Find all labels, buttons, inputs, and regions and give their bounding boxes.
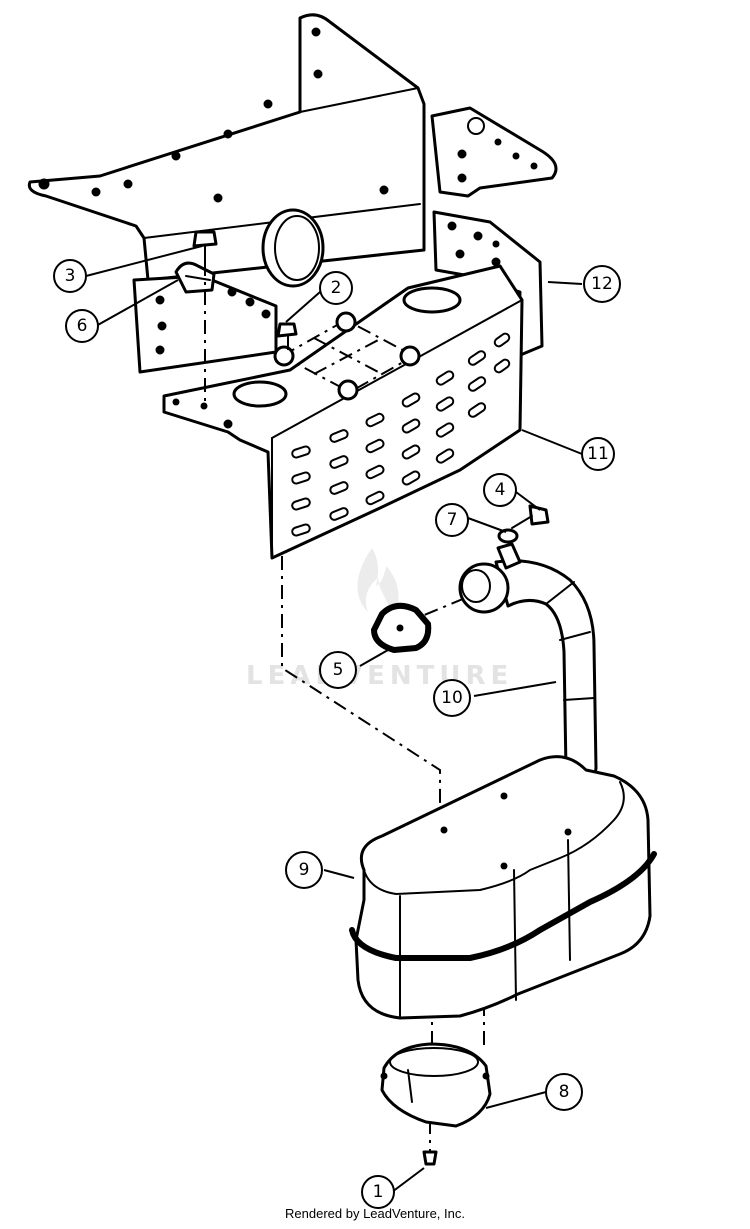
callout-2: 2: [319, 271, 353, 305]
callout-label: 3: [65, 266, 76, 286]
callout-12: 12: [583, 265, 621, 303]
callout-label: 4: [495, 480, 506, 500]
part-2-nut: [276, 322, 298, 338]
callout-5: 5: [319, 651, 357, 689]
part-10-exhaust-pipe: [458, 542, 598, 794]
callout-label: 12: [591, 274, 613, 294]
part-3-bolt: [192, 230, 218, 263]
heat-shield-slots: [291, 332, 511, 537]
part-5-gasket: [371, 602, 432, 653]
part-9-muffler: [349, 755, 657, 1020]
upper-right-bracket: [430, 106, 558, 198]
callout-label: 6: [77, 316, 88, 336]
callout-label: 7: [447, 510, 458, 530]
callout-10: 10: [433, 679, 471, 717]
render-credit: Rendered by LeadVenture, Inc.: [285, 1206, 465, 1221]
callout-label: 5: [333, 660, 344, 680]
part-1-bolt: [422, 1150, 438, 1166]
part-8-deflector: [380, 1042, 492, 1128]
callout-label: 11: [587, 444, 609, 464]
part-11-heat-shield: [162, 264, 524, 560]
callout-label: 10: [441, 688, 463, 708]
frame-bracket: [27, 13, 426, 288]
callout-9: 9: [285, 851, 323, 889]
callout-11: 11: [581, 437, 615, 471]
part-4-screw: [511, 504, 550, 529]
watermark-flame-icon: [357, 548, 399, 618]
callout-4: 4: [483, 473, 517, 507]
callout-3: 3: [53, 259, 87, 293]
callout-7: 7: [435, 503, 469, 537]
callout-leaders: [85, 245, 583, 1193]
callout-1: 1: [361, 1175, 395, 1209]
part-7-washer: [497, 528, 519, 544]
callout-label: 9: [299, 860, 310, 880]
callout-6: 6: [65, 309, 99, 343]
callout-label: 2: [331, 278, 342, 298]
watermark-text: LEADVENTURE: [246, 661, 513, 691]
callout-8: 8: [545, 1073, 583, 1111]
callout-label: 8: [559, 1082, 570, 1102]
callout-label: 1: [373, 1182, 384, 1202]
